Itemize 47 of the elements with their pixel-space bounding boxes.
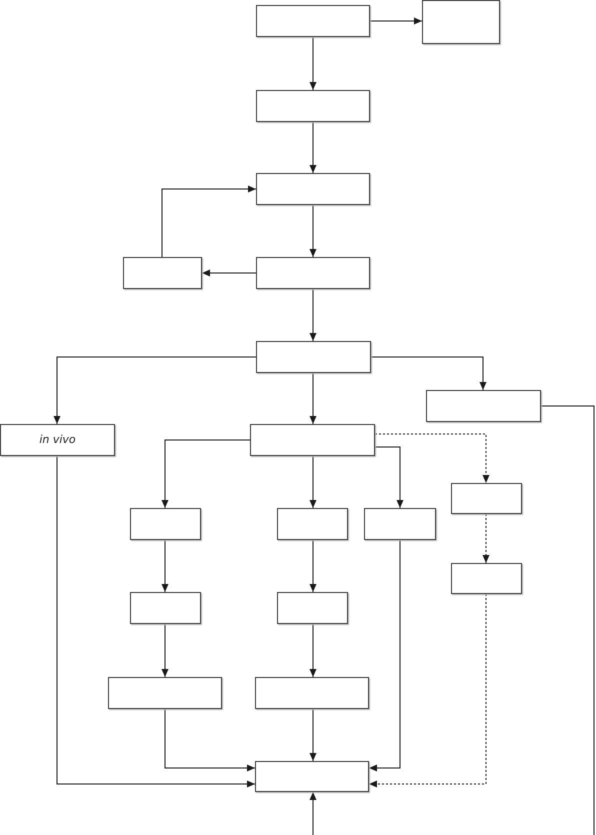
arrow — [370, 356, 486, 390]
process-box — [426, 390, 541, 422]
process-box — [277, 592, 348, 624]
arrow — [310, 372, 316, 424]
arrow — [162, 440, 250, 508]
process-box — [255, 677, 369, 709]
arrow — [310, 792, 316, 835]
process-box — [250, 424, 375, 456]
arrow — [164, 708, 256, 772]
process-box — [123, 257, 202, 289]
process-box — [256, 90, 370, 122]
arrow — [310, 288, 316, 342]
process-box — [130, 508, 201, 540]
arrow — [162, 624, 168, 678]
arrow — [310, 204, 316, 258]
process-box — [0, 424, 115, 456]
process-box — [255, 761, 369, 792]
arrow — [162, 540, 168, 592]
node-text: in vivo — [39, 433, 76, 447]
process-box — [277, 508, 348, 540]
arrow — [56, 456, 256, 788]
connector-line — [540, 406, 594, 835]
process-box — [256, 341, 371, 373]
process-box — [108, 677, 222, 709]
process-box — [451, 563, 522, 594]
arrow — [310, 624, 316, 678]
arrow — [374, 446, 404, 508]
process-box — [256, 173, 370, 205]
process-box — [256, 5, 370, 37]
arrow — [368, 540, 400, 772]
process-box — [451, 483, 522, 514]
arrow — [310, 36, 316, 90]
arrow — [202, 270, 256, 276]
arrow — [310, 708, 316, 762]
process-box — [422, 0, 500, 44]
process-box — [256, 257, 370, 289]
dashed-arrow — [482, 514, 490, 564]
arrow — [54, 356, 256, 424]
arrow — [162, 186, 256, 258]
arrow — [310, 540, 316, 592]
arrow — [370, 18, 422, 24]
process-box — [130, 592, 201, 624]
arrow — [310, 456, 316, 508]
dashed-arrow — [374, 434, 490, 484]
process-box — [364, 508, 436, 540]
dashed-arrow — [368, 594, 486, 788]
arrow — [310, 122, 316, 174]
